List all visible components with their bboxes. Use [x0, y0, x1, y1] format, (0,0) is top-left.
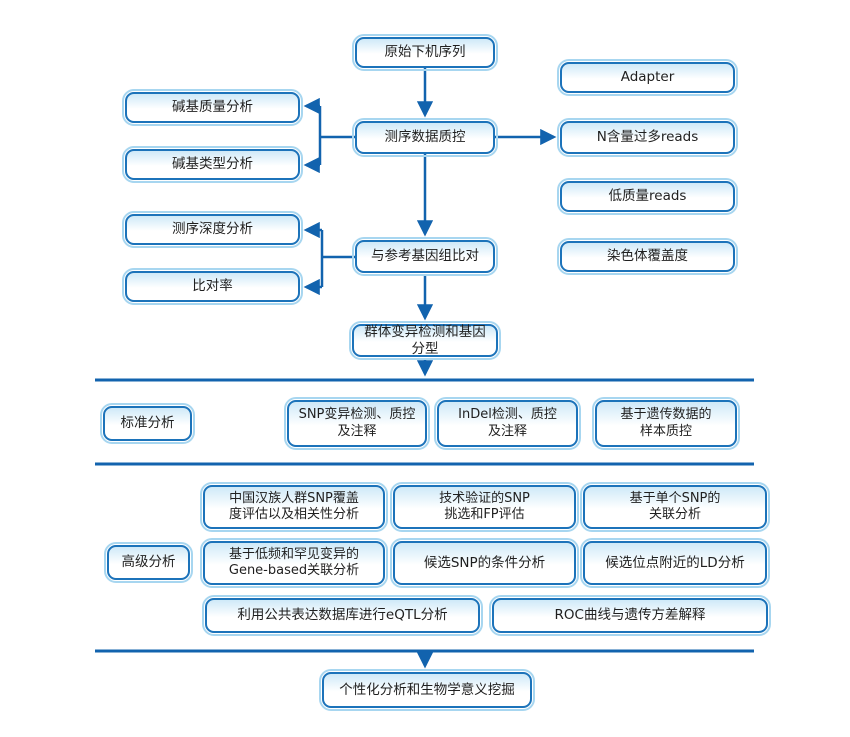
- node-label: 基于单个SNP的 关联分析: [629, 490, 721, 522]
- node-han-snp-coverage: 中国汉族人群SNP覆盖 度评估以及相关性分析: [200, 482, 388, 532]
- node-label: InDel检测、质控 及注释: [458, 407, 557, 439]
- label-standard-analysis: 标准分析: [100, 403, 195, 444]
- node-single-snp-association: 基于单个SNP的 关联分析: [580, 482, 770, 532]
- node-personalized-analysis: 个性化分析和生物学意义挖掘: [319, 669, 535, 711]
- node-base-type-analysis: 碱基类型分析: [122, 146, 303, 183]
- node-label: 基于遗传数据的 样本质控: [620, 407, 712, 439]
- node-data-qc: 测序数据质控: [352, 118, 498, 157]
- node-label: 比对率: [192, 278, 233, 295]
- section-label: 标准分析: [120, 415, 175, 432]
- node-variant-detection-genotyping: 群体变异检测和基因分型: [349, 321, 501, 360]
- node-label: 碱基质量分析: [172, 99, 253, 116]
- node-raw-sequence: 原始下机序列: [352, 34, 498, 71]
- node-label: 中国汉族人群SNP覆盖 度评估以及相关性分析: [228, 490, 359, 522]
- node-label: 利用公共表达数据库进行eQTL分析: [237, 607, 448, 624]
- node-eqtl-analysis: 利用公共表达数据库进行eQTL分析: [202, 595, 483, 636]
- node-label: 低质量reads: [608, 188, 687, 205]
- node-label: 技术验证的SNP 挑选和FP评估: [439, 490, 530, 522]
- node-label: 个性化分析和生物学意义挖掘: [339, 681, 515, 698]
- label-advanced-analysis: 高级分析: [104, 542, 193, 583]
- node-low-quality-reads: 低质量reads: [557, 178, 738, 215]
- node-chromosome-coverage: 染色体覆盖度: [557, 238, 738, 275]
- node-label: 与参考基因组比对: [371, 248, 479, 265]
- node-label: 基于低频和罕见变异的 Gene-based关联分析: [228, 546, 360, 578]
- node-n-rich-reads: N含量过多reads: [557, 118, 738, 157]
- node-roc-curve: ROC曲线与遗传方差解释: [489, 595, 771, 636]
- node-align-to-reference: 与参考基因组比对: [352, 237, 498, 276]
- node-depth-analysis: 测序深度分析: [122, 211, 303, 248]
- node-tech-validated-snp: 技术验证的SNP 挑选和FP评估: [390, 482, 579, 532]
- node-label: 碱基类型分析: [172, 156, 253, 173]
- node-label: SNP变异检测、质控 及注释: [298, 407, 416, 439]
- node-label: 群体变异检测和基因分型: [364, 323, 486, 357]
- node-label: 测序数据质控: [384, 129, 466, 146]
- node-label: 候选SNP的条件分析: [423, 554, 546, 571]
- node-alignment-rate: 比对率: [122, 268, 303, 305]
- node-gene-based-association: 基于低频和罕见变异的 Gene-based关联分析: [200, 538, 388, 588]
- node-adapter: Adapter: [557, 59, 738, 96]
- section-label: 高级分析: [121, 554, 176, 571]
- node-base-quality-analysis: 碱基质量分析: [122, 89, 303, 126]
- node-genetic-sample-qc: 基于遗传数据的 样本质控: [592, 397, 740, 450]
- node-label: 染色体覆盖度: [607, 248, 688, 265]
- node-label: Adapter: [620, 69, 675, 86]
- node-label: 原始下机序列: [384, 44, 466, 61]
- node-conditional-analysis: 候选SNP的条件分析: [390, 538, 579, 588]
- node-label: 测序深度分析: [172, 221, 253, 238]
- node-snp-detection: SNP变异检测、质控 及注释: [284, 397, 430, 450]
- node-ld-analysis: 候选位点附近的LD分析: [580, 538, 770, 588]
- node-label: N含量过多reads: [596, 129, 699, 146]
- node-indel-detection: InDel检测、质控 及注释: [434, 397, 581, 450]
- node-label: ROC曲线与遗传方差解释: [554, 607, 706, 624]
- node-label: 候选位点附近的LD分析: [605, 554, 745, 571]
